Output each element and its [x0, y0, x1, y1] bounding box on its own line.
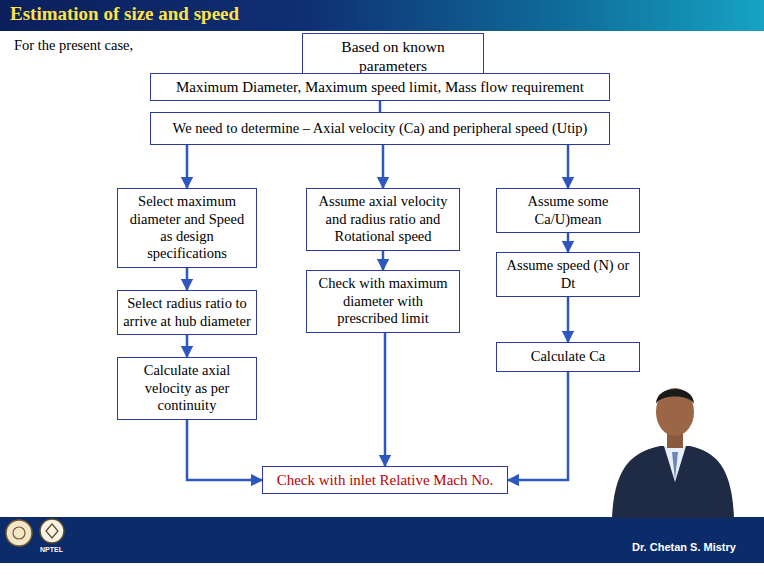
- note-text: For the present case,: [14, 37, 133, 54]
- box-text: Check with maximum diameter with prescri…: [312, 275, 454, 327]
- flow-arrow: [186, 268, 189, 290]
- process-box: Assume axial velocity and radius ratio a…: [306, 188, 460, 251]
- process-box: Select maximum diameter and Speed as des…: [117, 188, 257, 268]
- process-box: Calculate Ca: [496, 342, 640, 372]
- flow-arrow: [384, 333, 387, 466]
- process-box: Check with maximum diameter with prescri…: [306, 270, 460, 333]
- box-text: Based on known parameters: [308, 38, 478, 75]
- flow-arrow: [567, 297, 570, 342]
- box-text: Calculate axial velocity as per continui…: [123, 362, 251, 414]
- box-text: Calculate Ca: [502, 348, 634, 365]
- flow-arrow: [186, 145, 189, 188]
- process-box: Assume some Ca/U)mean: [496, 188, 640, 233]
- box-text: Assume axial velocity and radius ratio a…: [312, 193, 454, 245]
- process-box: Maximum Diameter, Maximum speed limit, M…: [150, 73, 610, 101]
- process-box: Calculate axial velocity as per continui…: [117, 357, 257, 420]
- flow-arrow: [382, 145, 385, 188]
- process-box: We need to determine – Axial velocity (C…: [150, 112, 610, 145]
- box-text: Select radius ratio to arrive at hub dia…: [123, 295, 251, 330]
- flow-arrow: [379, 101, 382, 112]
- box-text: Select maximum diameter and Speed as des…: [123, 193, 251, 263]
- flow-arrow: [382, 251, 385, 270]
- flow-arrow: [186, 335, 189, 357]
- nptel-logo: [40, 519, 64, 543]
- box-text: We need to determine – Axial velocity (C…: [156, 120, 604, 137]
- presenter-name: Dr. Chetan S. Mistry: [632, 541, 736, 553]
- process-box: Check with inlet Relative Mach No.: [262, 466, 508, 494]
- box-text: Assume speed (N) or Dt: [502, 257, 634, 292]
- logo-caption: NPTEL: [40, 546, 63, 553]
- process-box: Assume speed (N) or Dt: [496, 252, 640, 297]
- process-box: Select radius ratio to arrive at hub dia…: [117, 290, 257, 335]
- flow-arrow: [508, 372, 568, 480]
- flow-arrow: [187, 420, 262, 480]
- box-text: Assume some Ca/U)mean: [502, 193, 634, 228]
- presenter-figure: [612, 388, 734, 518]
- box-text: Check with inlet Relative Mach No.: [268, 471, 502, 489]
- institute-logo: [6, 520, 32, 546]
- flow-arrow: [567, 145, 570, 188]
- flow-arrow: [567, 233, 570, 252]
- box-text: Maximum Diameter, Maximum speed limit, M…: [156, 78, 604, 96]
- slide-title: Estimation of size and speed: [10, 3, 239, 25]
- footer-band: [0, 517, 764, 563]
